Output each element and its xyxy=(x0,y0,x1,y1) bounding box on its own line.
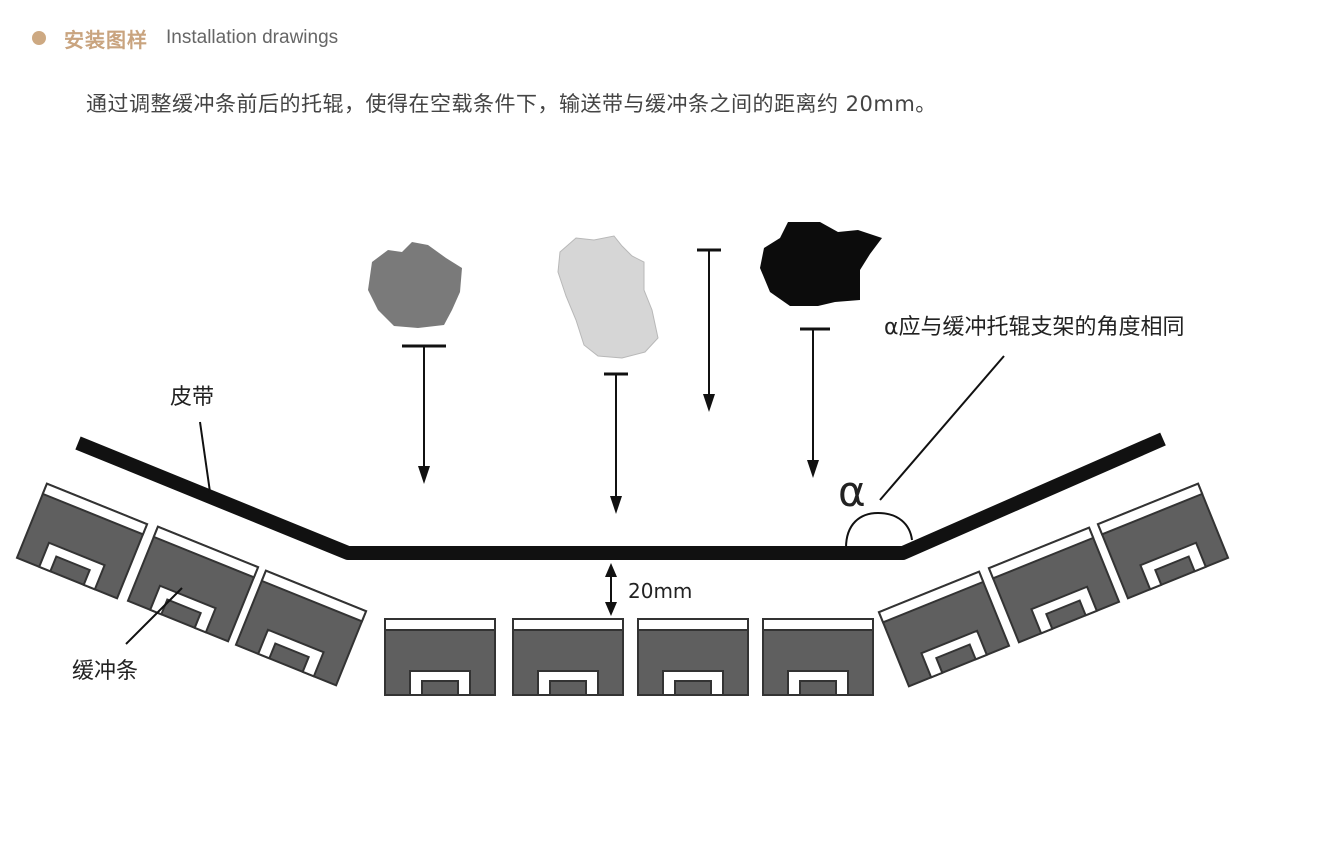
impact-bar xyxy=(384,618,496,696)
impact-bar xyxy=(126,525,260,643)
fall-arrow xyxy=(800,327,830,478)
impact-bar xyxy=(512,618,624,696)
section-header: 安装图样 Installation drawings xyxy=(32,22,338,54)
section-title-cn: 安装图样 xyxy=(64,27,148,52)
impact-bar xyxy=(877,570,1011,688)
rock-black xyxy=(760,222,882,306)
bar-label: 缓冲条 xyxy=(72,659,138,684)
impact-bar xyxy=(15,482,149,600)
impact-bar xyxy=(1096,482,1230,600)
bullet-dot-icon xyxy=(32,31,46,45)
rock-gray xyxy=(368,242,462,328)
fall-arrow xyxy=(402,344,446,484)
conveyor-belt xyxy=(75,432,1166,560)
bar-leader-line xyxy=(125,587,183,645)
rock-light xyxy=(557,235,659,359)
gap-label: 20mm xyxy=(628,579,692,603)
gap-dimension xyxy=(605,563,617,616)
angle-arc xyxy=(845,511,913,549)
impact-bar xyxy=(637,618,749,696)
installation-description: 通过调整缓冲条前后的托辊，使得在空载条件下，输送带与缓冲条之间的距离约 20mm… xyxy=(86,92,937,116)
impact-bar xyxy=(987,526,1121,644)
fall-arrow xyxy=(604,372,628,514)
angle-leader-line xyxy=(879,355,1005,501)
angle-label: α应与缓冲托辊支架的角度相同 xyxy=(884,315,1185,340)
fall-arrow xyxy=(697,248,721,412)
section-title-en: Installation drawings xyxy=(166,27,339,48)
belt-label: 皮带 xyxy=(170,385,214,410)
impact-bar xyxy=(234,569,368,687)
impact-bar xyxy=(762,618,874,696)
belt-leader-line xyxy=(199,421,211,493)
angle-symbol: α xyxy=(838,467,866,516)
